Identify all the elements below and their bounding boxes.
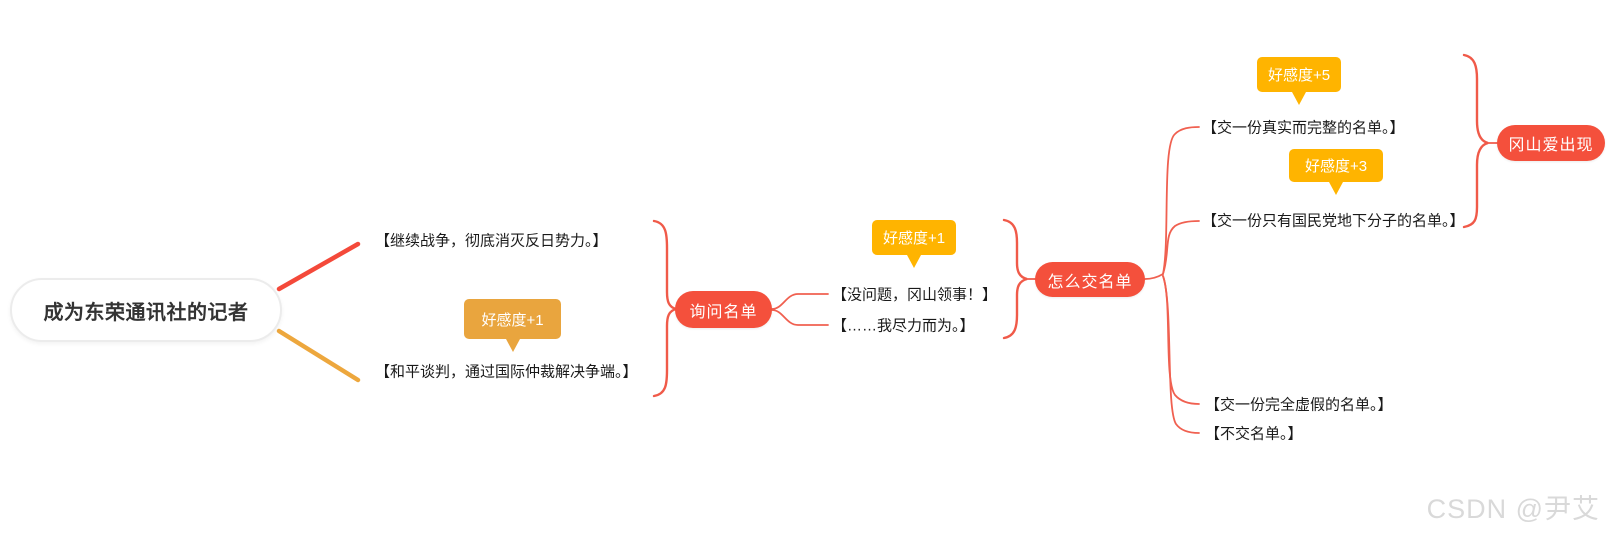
option-continue-war[interactable]: 【继续战争，彻底消灭反日势力。】: [375, 232, 608, 250]
fan-line-2: [1162, 220, 1200, 275]
option-no-problem-consul[interactable]: 【没问题，冈山领事！】: [832, 286, 998, 304]
brace-group-2: [1002, 218, 1028, 340]
fork-ask-bottom: [771, 309, 829, 326]
root-node[interactable]: 成为东荣通讯社的记者: [10, 278, 282, 342]
node-ask-list[interactable]: 询问名单: [675, 291, 772, 328]
option-true-complete-list[interactable]: 【交一份真实而完整的名单。】: [1202, 119, 1405, 137]
option-kmt-only-list[interactable]: 【交一份只有国民党地下分子的名单。】: [1202, 212, 1465, 230]
favor-badge-label: 好感度+1: [882, 230, 946, 247]
brace-group-1: [652, 219, 681, 398]
node-how-submit-label: 怎么交名单: [1047, 273, 1133, 291]
node-ask-list-label: 询问名单: [689, 303, 758, 321]
favor-badge-kmt-list[interactable]: 好感度+3: [1289, 149, 1383, 182]
branch-line-peace: [276, 328, 361, 383]
fan-line-3: [1162, 275, 1200, 405]
option-no-list[interactable]: 【不交名单。】: [1205, 425, 1303, 443]
branch-line-war: [276, 241, 361, 292]
fan-stub: [1144, 273, 1164, 280]
fan-line-1: [1162, 126, 1200, 275]
favor-badge-label: 好感度+5: [1267, 67, 1331, 84]
favor-badge-peace[interactable]: 好感度+1: [464, 299, 561, 339]
favor-badge-label: 好感度+1: [481, 311, 544, 329]
fork-ask-top: [771, 293, 829, 310]
node-how-submit[interactable]: 怎么交名单: [1035, 262, 1145, 297]
node-okayama-appears-label: 冈山爱出现: [1508, 137, 1594, 154]
node-okayama-appears[interactable]: 冈山爱出现: [1497, 125, 1605, 161]
favor-badge-no-problem[interactable]: 好感度+1: [872, 220, 956, 255]
csdn-watermark: CSDN @尹艾: [1426, 494, 1600, 524]
option-peace-talks[interactable]: 【和平谈判，通过国际仲裁解决争端。】: [375, 363, 638, 381]
favor-badge-full-list[interactable]: 好感度+5: [1257, 57, 1341, 92]
option-fake-list[interactable]: 【交一份完全虚假的名单。】: [1205, 396, 1393, 414]
option-do-my-best[interactable]: 【……我尽力而为。】: [832, 317, 975, 335]
brace-group-3: [1462, 53, 1489, 229]
fan-line-4: [1162, 275, 1200, 434]
root-node-label: 成为东荣通讯社的记者: [43, 301, 249, 324]
favor-badge-label: 好感度+3: [1304, 158, 1368, 175]
